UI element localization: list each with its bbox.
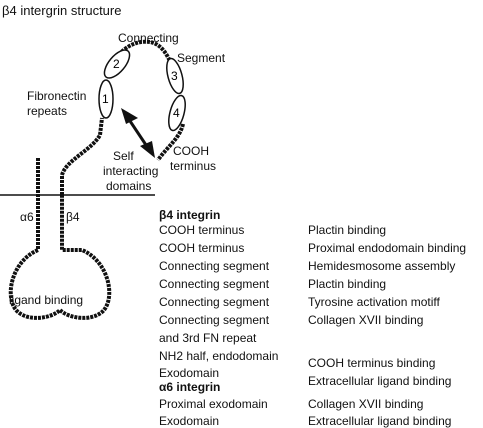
table-row-domain: COOH terminus <box>159 223 245 237</box>
table-row-function: Extracellular ligand binding <box>308 374 452 388</box>
table-row-function: Tyrosine activation motiff <box>308 295 440 309</box>
fn-repeat-number-4: 4 <box>173 106 180 120</box>
fn-repeat-number-1: 1 <box>102 92 109 106</box>
table-row-domain: Connecting segment <box>159 295 270 309</box>
fn-repeat-4 <box>168 94 186 132</box>
table-row-function: COOH terminus binding <box>308 356 436 370</box>
table-row-domain: Connecting segment <box>159 259 270 273</box>
fn-repeat-3 <box>166 57 184 95</box>
diagram-title: β4 intergrin structure <box>2 3 122 18</box>
self-interaction-arrow-shaft <box>126 117 150 149</box>
table-row-function: Extracellular ligand binding <box>308 414 452 428</box>
self-interaction-arrowhead-up <box>121 108 138 124</box>
label-interacting: interacting <box>103 164 159 178</box>
label-repeats: repeats <box>27 104 68 118</box>
fn-repeat-number-3: 3 <box>171 69 178 83</box>
label-self: Self <box>113 149 134 163</box>
label-terminus: terminus <box>170 159 217 173</box>
table-row-domain: Proximal exodomain <box>159 397 268 411</box>
label-alpha6: α6 <box>20 210 34 224</box>
label-segment: Segment <box>177 51 226 65</box>
label-connecting: Connecting <box>118 31 179 45</box>
table-row-domain: Exodomain <box>159 414 220 428</box>
label-ligand-binding: ligand binding <box>9 293 84 307</box>
alpha6-integrin-heading: α6 integrin <box>159 380 221 394</box>
table-row-domain: Connecting segment <box>159 277 270 291</box>
table-row-domain: NH2 half, endodomain <box>159 349 279 363</box>
fn-repeat-2 <box>103 49 131 79</box>
table-row-domain: Connecting segment <box>159 313 270 327</box>
label-beta4: β4 <box>66 210 80 224</box>
label-fibronectin: Fibronectin <box>27 89 87 103</box>
table-row-function: Plactin binding <box>308 223 387 237</box>
table-row-function: Collagen XVII binding <box>308 397 424 411</box>
table-row-domain: and 3rd FN repeat <box>159 331 257 345</box>
self-interaction-arrowhead-down <box>140 141 155 158</box>
label-cooh: COOH <box>173 144 209 158</box>
beta4-cytoplasmic-tail <box>60 117 104 195</box>
fn-repeat-1 <box>98 79 114 119</box>
table-row-domain: Exodomain <box>159 366 220 380</box>
table-row-function: Hemidesmosome assembly <box>308 259 456 273</box>
label-domains: domains <box>106 179 152 193</box>
table-row-function: Proximal endodomain binding <box>308 241 467 255</box>
segment-to-cooh <box>156 123 185 162</box>
beta4-integrin-heading: β4 integrin <box>159 208 221 222</box>
fn-repeat-number-2: 2 <box>113 57 120 71</box>
table-row-domain: COOH terminus <box>159 241 245 255</box>
table-row-function: Plactin binding <box>308 277 387 291</box>
table-row-function: Collagen XVII binding <box>308 313 424 327</box>
